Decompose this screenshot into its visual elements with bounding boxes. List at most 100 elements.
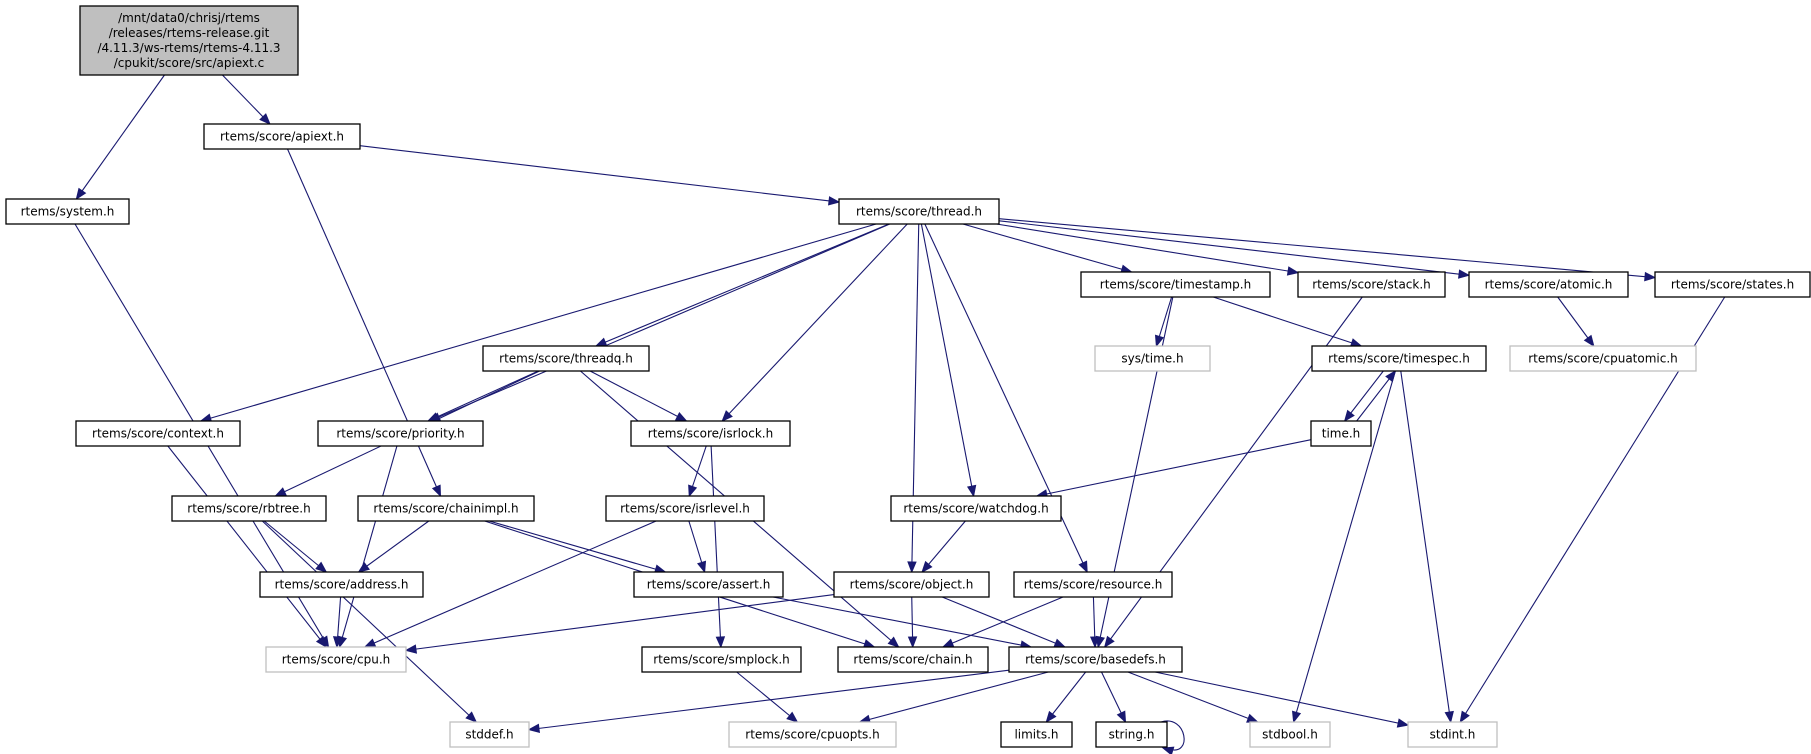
- node-stack-box[interactable]: [1297, 271, 1446, 298]
- node-chainimpl[interactable]: rtems/score/chainimpl.h: [357, 495, 535, 522]
- edge-object-to-cpu: [405, 594, 835, 651]
- node-address-box[interactable]: [259, 571, 424, 598]
- node-cpuopts[interactable]: rtems/score/cpuopts.h: [728, 721, 897, 748]
- node-isrlock-box[interactable]: [630, 420, 791, 447]
- node-watchdog-box[interactable]: [890, 495, 1062, 522]
- node-stack[interactable]: rtems/score/stack.h: [1297, 271, 1446, 298]
- node-cpuopts-box[interactable]: [728, 721, 897, 748]
- node-stdint[interactable]: stdint.h: [1407, 721, 1498, 748]
- node-apiext[interactable]: rtems/score/apiext.h: [203, 123, 361, 150]
- node-time[interactable]: time.h: [1310, 420, 1372, 447]
- node-limits[interactable]: limits.h: [1000, 721, 1073, 748]
- node-time-box[interactable]: [1310, 420, 1372, 447]
- edge-threadq-to-chain-arrowhead: [887, 636, 900, 648]
- node-cpuatomic-box[interactable]: [1509, 345, 1697, 372]
- edge-thread-to-states-arrowhead: [1644, 271, 1657, 282]
- node-thread-label: rtems/score/thread.h: [856, 205, 982, 219]
- node-object-box[interactable]: [833, 571, 990, 598]
- node-time-label: time.h: [1322, 427, 1361, 441]
- node-isrlevel-box[interactable]: [605, 495, 765, 522]
- edge-apiext-to-thread-arrowhead: [828, 196, 841, 206]
- node-address-label: rtems/score/address.h: [275, 578, 409, 592]
- node-thread[interactable]: rtems/score/thread.h: [838, 198, 1000, 225]
- node-string-label: string.h: [1109, 728, 1155, 742]
- node-root[interactable]: /mnt/data0/chrisj/rtems/releases/rtems-r…: [79, 5, 299, 76]
- edge-object-to-chain-arrowhead: [907, 636, 918, 649]
- node-limits-box[interactable]: [1000, 721, 1073, 748]
- node-stdbool-label: stdbool.h: [1262, 728, 1318, 742]
- node-states[interactable]: rtems/score/states.h: [1654, 271, 1811, 298]
- edge-root-to-system-arrowhead: [75, 187, 87, 201]
- node-address[interactable]: rtems/score/address.h: [259, 571, 424, 598]
- node-isrlevel[interactable]: rtems/score/isrlevel.h: [605, 495, 765, 522]
- node-stdbool[interactable]: stdbool.h: [1249, 721, 1331, 748]
- node-rbtree-box[interactable]: [171, 495, 327, 522]
- node-stddef-label: stddef.h: [465, 728, 513, 742]
- node-string-box[interactable]: [1095, 721, 1168, 748]
- node-timestamp[interactable]: rtems/score/timestamp.h: [1080, 271, 1271, 298]
- node-watchdog[interactable]: rtems/score/watchdog.h: [890, 495, 1062, 522]
- node-basedefs[interactable]: rtems/score/basedefs.h: [1008, 646, 1183, 673]
- node-context[interactable]: rtems/score/context.h: [75, 420, 241, 447]
- node-resource[interactable]: rtems/score/resource.h: [1013, 571, 1173, 598]
- node-chain-box[interactable]: [837, 646, 989, 673]
- node-timespec[interactable]: rtems/score/timespec.h: [1311, 345, 1487, 372]
- node-stdint-box[interactable]: [1407, 721, 1498, 748]
- node-object[interactable]: rtems/score/object.h: [833, 571, 990, 598]
- node-priority-box[interactable]: [317, 420, 484, 447]
- edge-basedefs-to-stdbool-arrowhead: [1246, 713, 1259, 723]
- node-assert-box[interactable]: [633, 571, 784, 598]
- node-cpu[interactable]: rtems/score/cpu.h: [265, 646, 407, 673]
- edge-smplock-to-cpuopts-arrowhead: [786, 711, 799, 723]
- edge-root-to-apiext: [222, 74, 271, 125]
- node-cpu-box[interactable]: [265, 646, 407, 673]
- edge-timespec-to-time-arrowhead: [1343, 409, 1355, 423]
- edge-stack-to-basedefs-arrowhead: [1103, 635, 1115, 649]
- node-priority[interactable]: rtems/score/priority.h: [317, 420, 484, 447]
- node-threadq[interactable]: rtems/score/threadq.h: [482, 345, 650, 372]
- edge-isrlevel-to-assert-arrowhead: [697, 560, 707, 574]
- edge-timestamp-to-systime-arrowhead: [1154, 334, 1165, 348]
- node-context-box[interactable]: [75, 420, 241, 447]
- node-systime[interactable]: sys/time.h: [1094, 345, 1211, 372]
- node-thread-box[interactable]: [838, 198, 1000, 225]
- node-smplock-box[interactable]: [641, 646, 802, 673]
- node-system-box[interactable]: [5, 198, 130, 225]
- node-stack-label: rtems/score/stack.h: [1312, 278, 1431, 292]
- edge-apiext-to-thread: [359, 145, 840, 203]
- node-system[interactable]: rtems/system.h: [5, 198, 130, 225]
- node-root-box[interactable]: [79, 5, 299, 76]
- node-cpuatomic[interactable]: rtems/score/cpuatomic.h: [1509, 345, 1697, 372]
- node-apiext-box[interactable]: [203, 123, 361, 150]
- edge-thread-to-resource-arrowhead: [1078, 560, 1088, 574]
- edge-resource-to-chain-arrowhead: [941, 638, 955, 648]
- node-timestamp-box[interactable]: [1080, 271, 1271, 298]
- node-stdbool-box[interactable]: [1249, 721, 1331, 748]
- edge-root-to-system: [75, 74, 165, 200]
- edge-chainimpl-to-address-arrowhead: [357, 561, 370, 573]
- node-resource-box[interactable]: [1013, 571, 1173, 598]
- node-atomic-box[interactable]: [1468, 271, 1629, 298]
- node-isrlock[interactable]: rtems/score/isrlock.h: [630, 420, 791, 447]
- node-threadq-box[interactable]: [482, 345, 650, 372]
- node-chainimpl-box[interactable]: [357, 495, 535, 522]
- node-systime-box[interactable]: [1094, 345, 1211, 372]
- node-stddef[interactable]: stddef.h: [449, 721, 530, 748]
- node-stddef-box[interactable]: [449, 721, 530, 748]
- edge-string-to-string: [1160, 720, 1185, 751]
- node-assert[interactable]: rtems/score/assert.h: [633, 571, 784, 598]
- edge-thread-to-stack-arrowhead: [1286, 266, 1300, 276]
- node-chain[interactable]: rtems/score/chain.h: [837, 646, 989, 673]
- node-states-box[interactable]: [1654, 271, 1811, 298]
- edge-smplock-to-cpuopts: [736, 671, 798, 723]
- node-timespec-box[interactable]: [1311, 345, 1487, 372]
- node-root-label: /mnt/data0/chrisj/rtems: [118, 11, 260, 25]
- node-string[interactable]: string.h: [1095, 721, 1168, 748]
- edge-chainimpl-to-address: [358, 520, 430, 573]
- node-rbtree[interactable]: rtems/score/rbtree.h: [171, 495, 327, 522]
- node-basedefs-box[interactable]: [1008, 646, 1183, 673]
- edge-thread-to-isrlock-arrowhead: [721, 410, 733, 422]
- node-atomic[interactable]: rtems/score/atomic.h: [1468, 271, 1629, 298]
- node-smplock[interactable]: rtems/score/smplock.h: [641, 646, 802, 673]
